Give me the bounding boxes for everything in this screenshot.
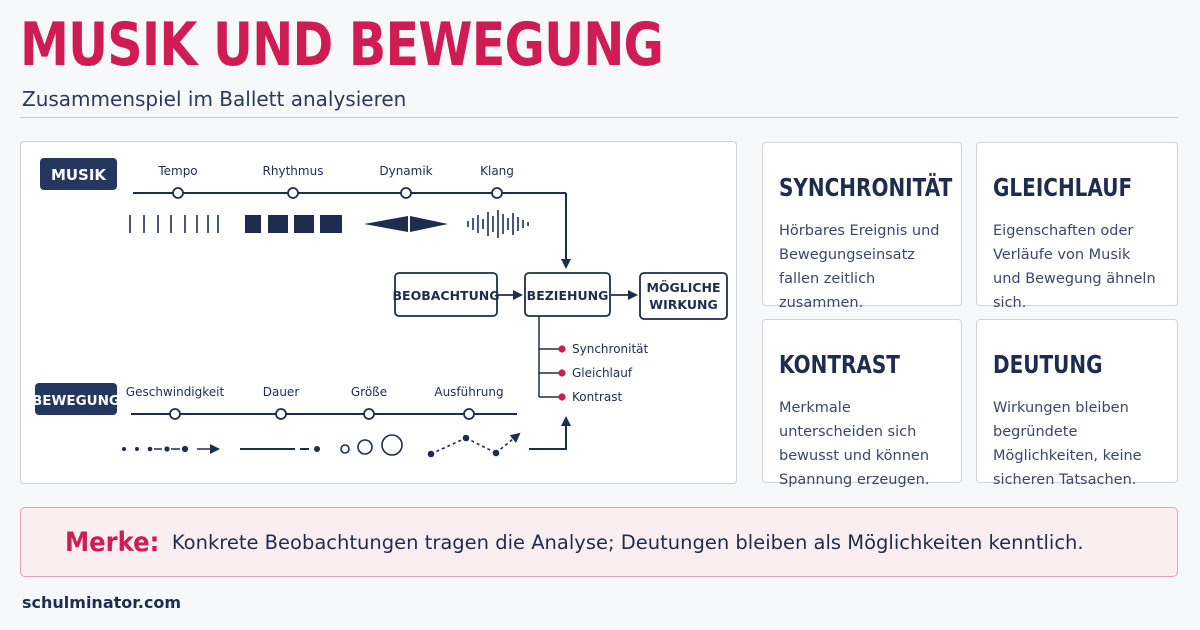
footer-site: schulminator.com <box>22 593 182 612</box>
relation-kontrast: Kontrast <box>572 390 622 404</box>
page-title: MUSIK UND BEWEGUNG <box>20 10 664 80</box>
musik-step-rhythmus: Rhythmus <box>263 164 324 178</box>
bewegung-step-groesse: Größe <box>351 385 387 399</box>
relation-gleichlauf: Gleichlauf <box>572 366 633 380</box>
bewegung-label: BEWEGUNG <box>32 393 120 409</box>
bewegung-arrow <box>529 416 571 450</box>
bewegung-node-geschwindigkeit <box>169 408 181 420</box>
sound-wave-icon <box>467 210 529 238</box>
bewegung-node-dauer <box>275 408 287 420</box>
beziehung-box: BEZIEHUNG <box>524 272 611 317</box>
card-text: Merkmale unterscheiden sich bewusst und … <box>779 400 930 488</box>
musik-label: MUSIK <box>51 166 107 184</box>
merke-label: Merke: <box>65 526 160 558</box>
rhythm-blocks-icon <box>245 215 342 233</box>
relation-dot-synchronitaet <box>558 345 566 353</box>
bewegung-step-geschwindigkeit: Geschwindigkeit <box>126 385 225 399</box>
beziehung-label: BEZIEHUNG <box>527 288 609 303</box>
card-synchronitaet: SYNCHRONITÄT Hörbares Ereignis und Beweg… <box>762 142 962 311</box>
card-title: KONTRAST <box>779 350 900 379</box>
relation-synchronitaet: Synchronität <box>572 342 649 356</box>
musik-step-klang: Klang <box>480 164 514 178</box>
page-subtitle: Zusammenspiel im Ballett analysieren <box>22 87 407 111</box>
musik-label-box: MUSIK <box>40 158 117 190</box>
tempo-ticks-icon <box>129 215 219 233</box>
musik-node-klang <box>491 187 503 199</box>
musik-node-tempo <box>172 187 184 199</box>
merke-text: Konkrete Beobachtungen tragen die Analys… <box>171 530 1084 554</box>
card-title: DEUTUNG <box>993 350 1103 379</box>
beobachtung-label: BEOBACHTUNG <box>393 288 500 303</box>
musik-step-dynamik: Dynamik <box>379 164 432 178</box>
card-gleichlauf: GLEICHLAUF Eigenschaften oder Verläufe v… <box>976 142 1178 311</box>
bewegung-steps: Geschwindigkeit Dauer Größe Ausführung <box>126 385 504 420</box>
wirkung-label-line1: MÖGLICHE <box>646 280 720 295</box>
musik-node-dynamik <box>400 187 412 199</box>
relation-dot-gleichlauf <box>558 369 566 377</box>
card-title: GLEICHLAUF <box>993 173 1133 202</box>
header-divider <box>20 117 1178 118</box>
bewegung-step-ausfuehrung: Ausführung <box>434 385 503 399</box>
bewegung-node-groesse <box>363 408 375 420</box>
bewegung-node-ausfuehrung <box>463 408 475 420</box>
size-circles-icon <box>340 434 403 456</box>
musik-step-tempo: Tempo <box>157 164 197 178</box>
card-text: Eigenschaften oder Verläufe von Musik un… <box>993 223 1156 311</box>
musik-steps: Tempo Rhythmus Dynamik Klang <box>157 164 514 199</box>
card-title: SYNCHRONITÄT <box>779 173 953 202</box>
diagram-svg: MUSIK Tempo Rhythmus Dynamik Klang <box>32 158 728 458</box>
analysis-diagram: MUSIK Tempo Rhythmus Dynamik Klang <box>20 141 737 484</box>
card-kontrast: KONTRAST Merkmale unterscheiden sich bew… <box>762 319 962 488</box>
card-text: Wirkungen bleiben begründete Möglichkeit… <box>993 400 1142 488</box>
musik-node-rhythmus <box>287 187 299 199</box>
bewegung-label-box: BEWEGUNG <box>32 383 120 415</box>
wirkung-box: MÖGLICHE WIRKUNG <box>639 272 728 320</box>
dynamics-wedge-icon <box>364 216 448 232</box>
execution-path-icon <box>427 432 521 458</box>
merke-box: Merke: Konkrete Beobachtungen tragen die… <box>20 507 1178 577</box>
relation-dot-kontrast <box>558 393 566 401</box>
wirkung-label-line2: WIRKUNG <box>649 297 717 312</box>
speed-dots-icon <box>122 444 220 454</box>
duration-line-icon <box>240 446 320 452</box>
card-text: Hörbares Ereignis und Bewegungseinsatz f… <box>779 223 940 311</box>
beobachtung-box: BEOBACHTUNG <box>393 272 500 317</box>
relations-list: Synchronität Gleichlauf Kontrast <box>539 342 649 404</box>
bewegung-step-dauer: Dauer <box>263 385 300 399</box>
card-deutung: DEUTUNG Wirkungen bleiben begründete Mög… <box>976 319 1178 488</box>
